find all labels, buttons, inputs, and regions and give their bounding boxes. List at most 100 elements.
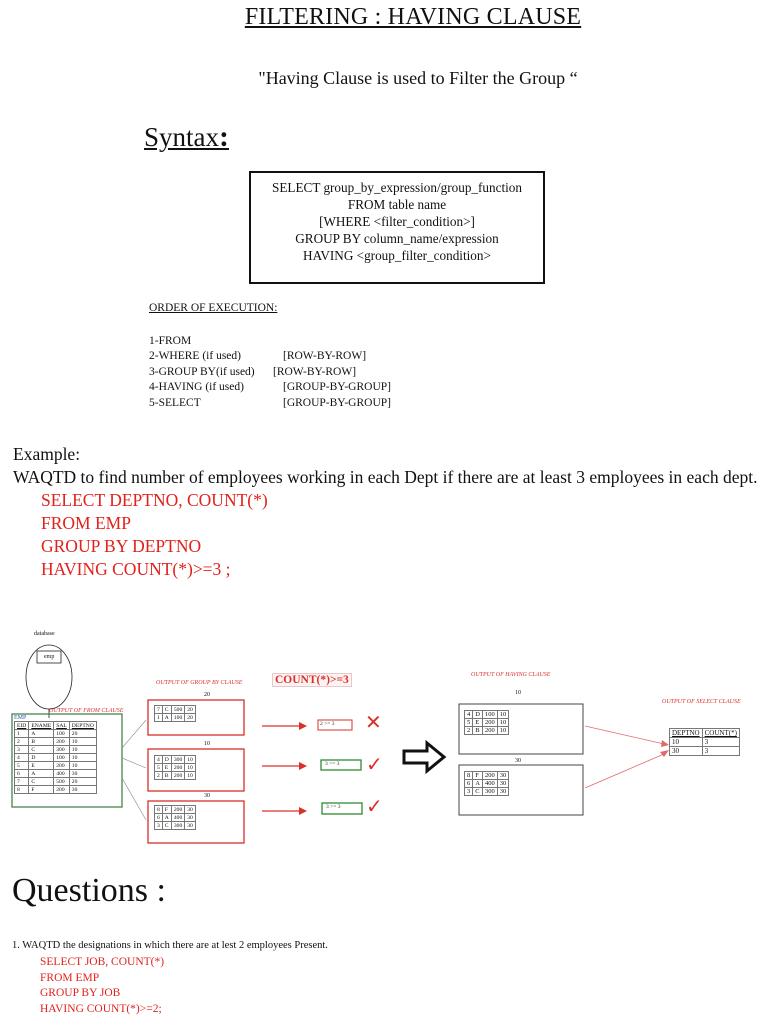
table-cell: 100 bbox=[53, 729, 70, 738]
group-deptno-label: 30 bbox=[204, 793, 210, 799]
table-cell: 30 bbox=[68, 769, 97, 778]
table-header-cell: DEPTNO bbox=[669, 728, 703, 738]
table-cell: C bbox=[28, 777, 55, 786]
group-count-check: 3 >= 3 bbox=[325, 761, 340, 767]
table-cell: 6 bbox=[13, 769, 30, 778]
having-output-label: OUTPUT OF HAVING CLAUSE bbox=[471, 672, 551, 678]
table-cell: 2 bbox=[463, 726, 474, 735]
sql-line: HAVING COUNT(*)>=2; bbox=[40, 1002, 162, 1015]
table-cell: D bbox=[161, 755, 172, 764]
table-cell: 10 bbox=[68, 737, 97, 746]
question-sql: SELECT JOB, COUNT(*) FROM EMP GROUP BY J… bbox=[40, 955, 164, 1017]
sql-line: FROM EMP bbox=[40, 971, 100, 984]
table-cell: 200 bbox=[170, 771, 186, 780]
sql-line: SELECT JOB, COUNT(*) bbox=[40, 956, 165, 968]
table-cell: 30 bbox=[496, 787, 510, 796]
table-cell: 10 bbox=[68, 753, 97, 762]
table-cell: 100 bbox=[170, 713, 186, 722]
table-cell: B bbox=[472, 726, 483, 735]
table-cell: E bbox=[472, 718, 483, 727]
table-cell: 5 bbox=[13, 761, 30, 770]
table-cell: 4 bbox=[13, 753, 30, 762]
table-cell: 500 bbox=[170, 705, 186, 714]
table-cell: C bbox=[28, 745, 55, 754]
group-count-check: 3 >= 3 bbox=[326, 804, 341, 810]
database-label: database bbox=[34, 631, 55, 637]
table-cell: 10 bbox=[669, 737, 703, 747]
cross-mark-icon: ✕ bbox=[365, 710, 382, 734]
check-mark-icon: ✓ bbox=[366, 752, 383, 776]
syntax-line: [WHERE <filter_condition>] bbox=[319, 214, 475, 229]
table-cell: F bbox=[28, 785, 55, 794]
table-cell: 2 bbox=[13, 737, 30, 746]
table-header-cell: SAL bbox=[53, 721, 70, 730]
table-cell: 7 bbox=[154, 705, 163, 714]
order-step: 1-FROM bbox=[149, 335, 192, 347]
table-cell: B bbox=[161, 771, 172, 780]
order-step: 3-GROUP BY(if used) bbox=[149, 365, 255, 378]
table-cell: 30 bbox=[184, 813, 196, 822]
table-header-cell: DEPTNO bbox=[68, 721, 97, 730]
table-cell: D bbox=[472, 710, 483, 719]
table-cell: 1 bbox=[13, 729, 30, 738]
table-cell: 30 bbox=[184, 805, 196, 814]
order-mode: [GROUP-BY-GROUP] bbox=[283, 381, 391, 394]
syntax-line: GROUP BY column_name/expression bbox=[295, 231, 499, 246]
table-cell: 400 bbox=[53, 769, 70, 778]
question-text: 1. WAQTD the designations in which there… bbox=[12, 940, 328, 951]
table-cell: C bbox=[161, 821, 172, 830]
table-cell: 200 bbox=[53, 737, 70, 746]
table-cell: 200 bbox=[53, 761, 70, 770]
syntax-box: SELECT group_by_expression/group_functio… bbox=[249, 171, 545, 284]
table-cell: E bbox=[161, 763, 172, 772]
table-cell: 400 bbox=[481, 779, 498, 788]
table-cell: A bbox=[161, 713, 172, 722]
table-cell: F bbox=[161, 805, 172, 814]
table-cell: D bbox=[28, 753, 55, 762]
table-cell: 3 bbox=[463, 787, 474, 796]
table-cell: 20 bbox=[68, 777, 97, 786]
check-mark-icon: ✓ bbox=[366, 794, 383, 818]
group-deptno-label: 10 bbox=[204, 741, 210, 747]
from-output-label: OUTPUT OF FROM CLAUSE bbox=[49, 708, 124, 714]
table-cell: 6 bbox=[463, 779, 474, 788]
table-cell: 30 bbox=[496, 771, 510, 780]
syntax-line: SELECT group_by_expression/group_functio… bbox=[272, 180, 522, 195]
table-cell: 20 bbox=[184, 705, 196, 714]
example-question: WAQTD to find number of employees workin… bbox=[13, 467, 758, 487]
table-cell: 10 bbox=[68, 745, 97, 754]
order-of-execution-heading: ORDER OF EXECUTION: bbox=[149, 302, 278, 314]
table-cell: 200 bbox=[170, 763, 186, 772]
table-cell: 10 bbox=[184, 763, 196, 772]
table-cell: A bbox=[161, 813, 172, 822]
table-cell: 4 bbox=[463, 710, 474, 719]
table-cell: 8 bbox=[154, 805, 163, 814]
table-cell: 100 bbox=[481, 710, 498, 719]
order-mode: [GROUP-BY-GROUP] bbox=[283, 396, 391, 409]
table-cell: 10 bbox=[184, 771, 196, 780]
select-output-label: OUTPUT OF SELECT CLAUSE bbox=[662, 699, 741, 705]
table-cell: E bbox=[28, 761, 55, 770]
table-cell: 300 bbox=[170, 821, 186, 830]
emp-label: EMP bbox=[14, 715, 27, 721]
table-cell: 10 bbox=[68, 761, 97, 770]
